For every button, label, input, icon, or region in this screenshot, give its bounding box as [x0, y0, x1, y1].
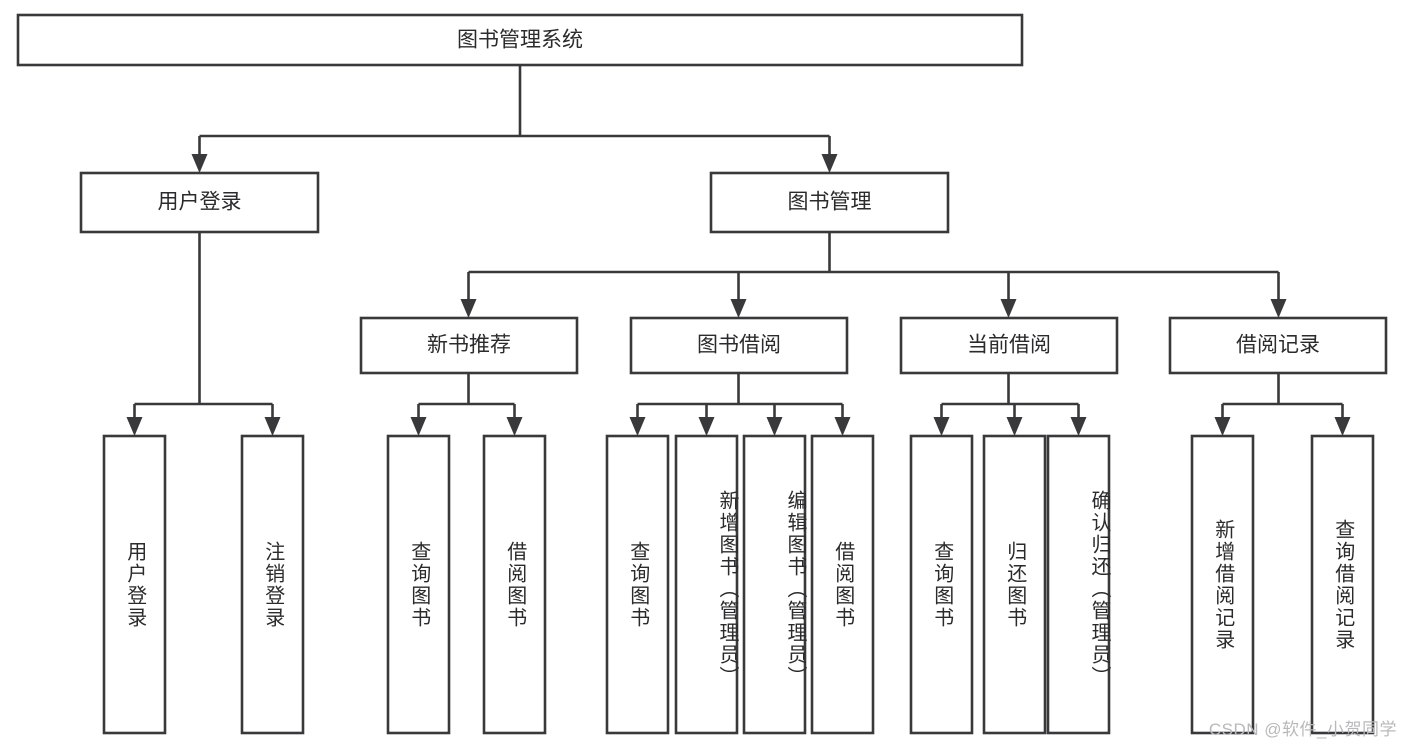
leaf-box-edit-book-admin[interactable]: [742, 434, 807, 735]
arrowhead-user-login-1: [126, 417, 143, 436]
arrowhead-current-borrow-2: [1006, 417, 1023, 436]
arrowhead-borrow-record-1: [1214, 417, 1231, 436]
leaf-box-query-book-borrow[interactable]: [605, 434, 670, 735]
arrowhead-new-book-rec-1: [410, 417, 427, 436]
arrowhead-book-borrow-4: [834, 417, 851, 436]
leaf-box-logout[interactable]: [240, 434, 305, 735]
arrowhead-current-borrow-3: [1070, 417, 1087, 436]
node-current-borrow-box[interactable]: [899, 316, 1119, 375]
node-borrow-record-box[interactable]: [1168, 316, 1388, 375]
arrowhead-new-book-rec-2: [506, 417, 523, 436]
leaf-box-query-book-current[interactable]: [909, 434, 974, 735]
node-new-book-recommend-label: 新书推荐: [427, 334, 511, 357]
leaf-box-query-borrow-record[interactable]: [1310, 434, 1375, 735]
leaf-box-add-book-admin[interactable]: [674, 434, 739, 735]
arrowhead-to-current-borrow: [1000, 299, 1017, 318]
node-root-box[interactable]: [16, 13, 1024, 67]
leaf-box-confirm-return-admin[interactable]: [1046, 434, 1111, 735]
leaf-box-user-login[interactable]: [102, 434, 167, 735]
watermark-text: CSDN @软件_小贺同学: [1208, 720, 1397, 739]
arrowhead-to-book-mgmt: [821, 154, 838, 173]
node-book-management-box[interactable]: [709, 171, 950, 234]
node-borrow-record-label: 借阅记录: [1236, 334, 1320, 357]
node-book-borrow-box[interactable]: [629, 316, 849, 375]
arrowhead-to-book-borrow: [730, 299, 747, 318]
arrowhead-current-borrow-1: [933, 417, 950, 436]
leaf-box-query-book-rec[interactable]: [386, 434, 451, 735]
connector-lines: [126, 65, 1351, 436]
node-boxes: 图书管理系统 用户登录 图书管理 新书推荐 图书借阅 当前借阅 借阅记录: [16, 13, 1388, 735]
arrowhead-user-login-2: [264, 417, 281, 436]
node-new-book-recommend-box[interactable]: [359, 316, 579, 375]
arrowhead-book-borrow-1: [629, 417, 646, 436]
arrowhead-to-user-login: [191, 154, 208, 173]
leaf-box-return-book[interactable]: [982, 434, 1047, 735]
node-book-management-label: 图书管理: [788, 191, 872, 214]
node-root-label: 图书管理系统: [457, 29, 583, 52]
node-user-login-box[interactable]: [79, 171, 320, 234]
leaf-box-borrow-book-rec[interactable]: [482, 434, 547, 735]
leaf-box-borrow-book[interactable]: [810, 434, 875, 735]
leaf-box-add-borrow-record[interactable]: [1190, 434, 1255, 735]
arrowhead-borrow-record-2: [1334, 417, 1351, 436]
node-user-login-label: 用户登录: [158, 191, 242, 214]
node-current-borrow-label: 当前借阅: [967, 334, 1051, 357]
node-book-borrow-label: 图书借阅: [697, 334, 781, 357]
arrowhead-book-borrow-2: [698, 417, 715, 436]
arrowhead-book-borrow-3: [766, 417, 783, 436]
arrowhead-to-new-book-rec: [460, 299, 477, 318]
arrowhead-to-borrow-record: [1270, 299, 1287, 318]
